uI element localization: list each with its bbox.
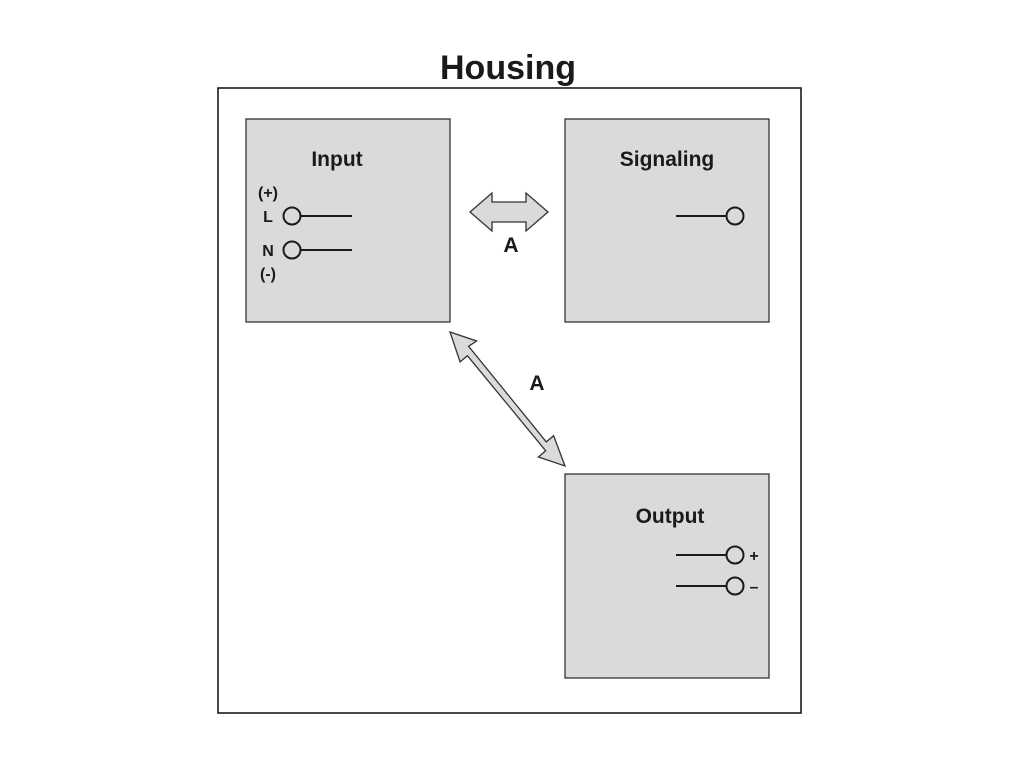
input-pin-n-label: N — [262, 243, 274, 260]
signaling-title: Signaling — [620, 148, 715, 171]
input-box — [245, 118, 451, 323]
input-block: Input (+) L N (-) — [245, 118, 451, 323]
input-output-double-arrow — [448, 330, 567, 468]
signaling-terminal — [725, 206, 745, 226]
output-minus-label: – — [750, 579, 759, 596]
input-signaling-double-arrow — [469, 191, 549, 233]
output-block: Output + – — [564, 473, 770, 679]
diagram-title: Housing — [440, 49, 576, 87]
input-l-terminal — [282, 206, 302, 226]
input-n-terminal — [282, 240, 302, 260]
input-signaling-arrow-label: A — [503, 234, 518, 257]
output-title: Output — [636, 505, 705, 528]
input-pin-minus-label: (-) — [260, 266, 276, 283]
output-plus-terminal — [725, 545, 745, 565]
input-pin-plus-label: (+) — [258, 185, 278, 202]
input-title: Input — [311, 148, 362, 171]
input-pin-l-label: L — [263, 209, 273, 226]
output-minus-terminal — [725, 576, 745, 596]
input-output-arrow-label: A — [529, 372, 544, 395]
output-box — [564, 473, 770, 679]
output-plus-label: + — [749, 548, 758, 565]
signaling-block: Signaling — [564, 118, 770, 323]
